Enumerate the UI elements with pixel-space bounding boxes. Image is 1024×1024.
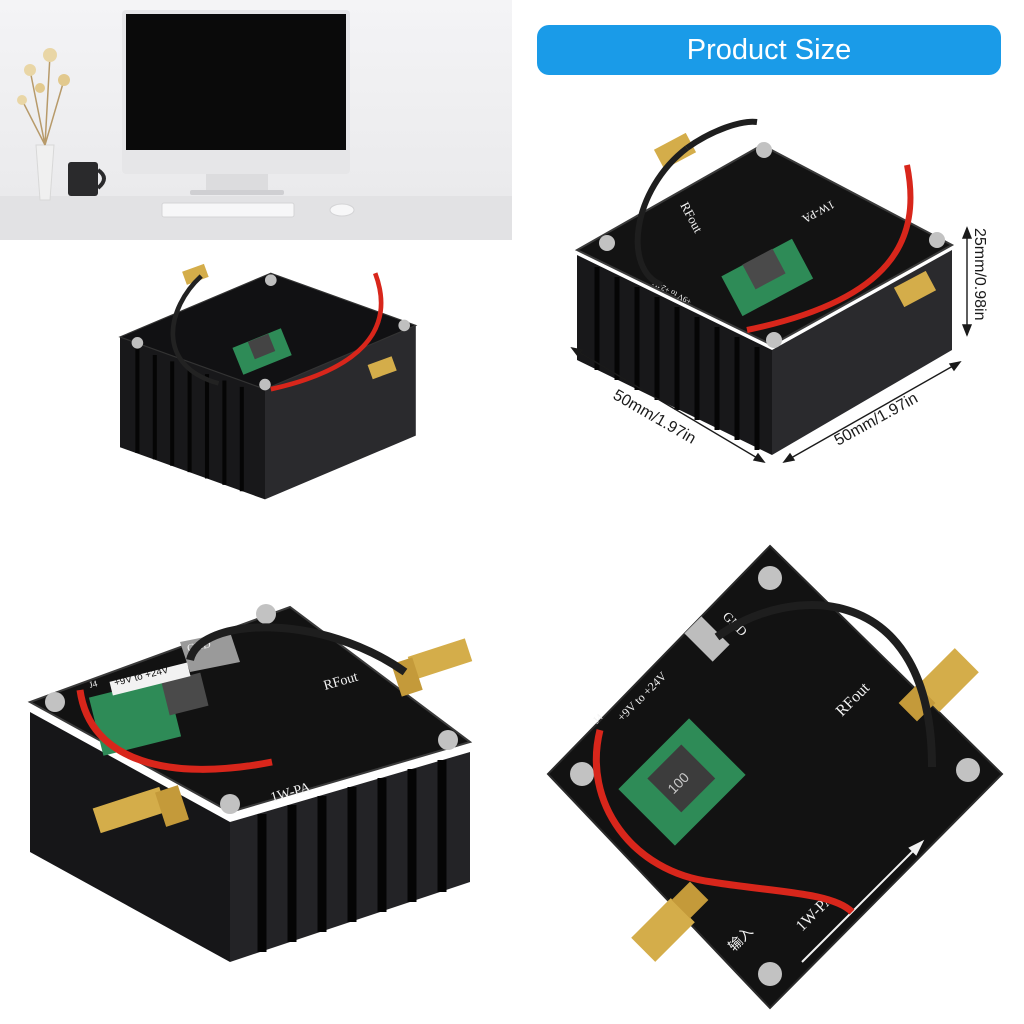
keyboard-icon <box>161 202 295 218</box>
size-diagram: 1W-PA RFout +9V to +24V 50mm/1.97in 50mm… <box>570 118 988 464</box>
red-wire <box>592 729 855 915</box>
amplifier-board-product: 1W-PA RFout +9V to +24V <box>574 118 955 455</box>
lifestyle-scene <box>0 0 512 512</box>
height-dimension-label: 25mm/0.98in <box>971 228 988 321</box>
mouse-icon <box>329 203 355 217</box>
j4-silkscreen: J4 <box>88 678 99 690</box>
angled-view-panel: GND +9V to +24V RFout 1W-PA J4 <box>0 512 512 1024</box>
top-view-panel: GND +9V to +24V J4 100 RFout 1W-PA 输入 <box>512 512 1024 1024</box>
red-wire <box>746 164 914 333</box>
red-wire <box>76 689 273 773</box>
product-size-banner: Product Size <box>537 25 1001 75</box>
flower-vase-icon <box>17 48 70 201</box>
black-wire <box>186 623 408 676</box>
buck-module <box>88 678 182 756</box>
signal-arrow <box>801 839 925 963</box>
sma-connector-input <box>893 270 937 308</box>
angled-product-view: GND +9V to +24V RFout 1W-PA J4 <box>27 604 473 962</box>
sma-connector-input <box>92 785 189 834</box>
imac-monitor-icon <box>122 10 350 195</box>
sma-connector-output <box>653 132 697 170</box>
coffee-mug-icon <box>68 162 106 196</box>
amplifier-board-product: GND +9V to +24V J4 100 RFout 1W-PA 输入 <box>546 544 1004 1010</box>
sma-connector-input <box>631 881 709 962</box>
lifestyle-scene-panel <box>0 0 512 512</box>
amplifier-board-product: GND +9V to +24V RFout 1W-PA J4 <box>27 604 473 962</box>
top-product-view: GND +9V to +24V J4 100 RFout 1W-PA 输入 <box>546 544 1004 1010</box>
product-size-panel: Product Size 1W-PA RFout +9V to +24V <box>512 0 1024 512</box>
dimension-lines <box>570 226 973 464</box>
black-wire <box>634 145 689 288</box>
buck-module: 100 <box>618 718 746 846</box>
amplifier-board-product <box>118 263 418 500</box>
black-wire <box>714 601 936 768</box>
